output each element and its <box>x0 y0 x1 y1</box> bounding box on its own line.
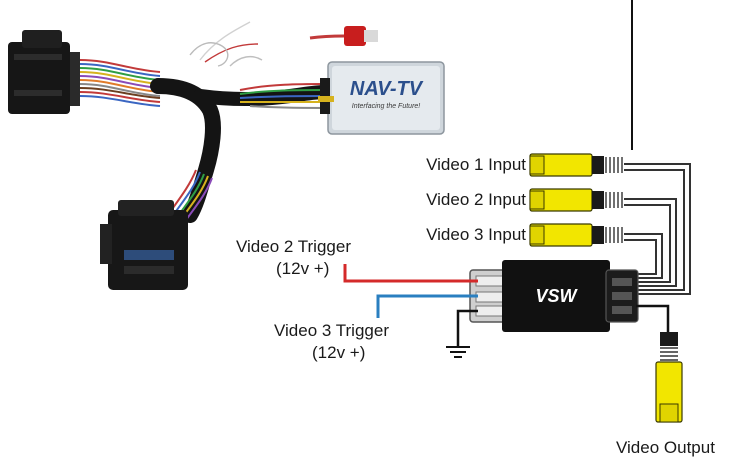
red-rca-connector <box>309 26 378 46</box>
video3-trigger-wire <box>376 294 478 318</box>
video2-trigger-wire <box>343 264 478 283</box>
ground-symbol-icon <box>446 346 470 358</box>
harness-connector-bottom <box>100 200 188 290</box>
video1-input-label: Video 1 Input <box>426 155 526 174</box>
video-output-label: Video Output <box>616 438 715 457</box>
video2-trigger-label: Video 2 Trigger <box>236 237 351 256</box>
vsw-module: VSW <box>469 260 639 332</box>
video3-trigger-label: Video 3 Trigger <box>274 321 389 340</box>
video3-input-label: Video 3 Input <box>426 225 526 244</box>
video2-input-label: Video 2 Input <box>426 190 526 209</box>
harness-connector-top <box>8 30 80 114</box>
rca-input-1 <box>529 153 623 177</box>
video3-trigger-voltage: (12v +) <box>312 343 365 362</box>
navtv-brand: NAV-TV <box>350 78 424 100</box>
harness-photo: NAV-TV Interfacing the Future! <box>8 21 445 290</box>
navtv-tagline: Interfacing the Future! <box>352 103 421 110</box>
harness-wires-to-box <box>239 83 326 109</box>
harness-thin-wires <box>189 21 263 67</box>
harness-wire-bundle-top <box>79 59 161 107</box>
rca-input-2 <box>529 188 623 212</box>
rca-input-3 <box>529 223 623 247</box>
input-wires <box>624 163 691 295</box>
navtv-module-box: NAV-TV Interfacing the Future! <box>318 61 445 135</box>
rca-output <box>655 332 683 423</box>
vsw-label: VSW <box>535 286 578 306</box>
video2-trigger-voltage: (12v +) <box>276 259 329 278</box>
ground-wire <box>456 309 478 346</box>
output-wire <box>636 304 670 334</box>
harness-sleeve <box>150 78 221 223</box>
